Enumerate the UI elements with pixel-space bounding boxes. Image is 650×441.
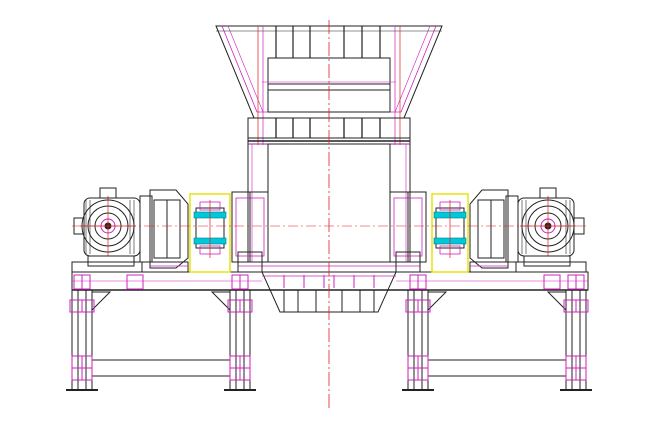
coupling-right bbox=[431, 193, 469, 273]
bearing-housing-left bbox=[231, 191, 269, 273]
coupling-left bbox=[189, 193, 231, 273]
motor-bases bbox=[71, 261, 587, 273]
frame-beam bbox=[71, 271, 589, 291]
leg-plates bbox=[69, 274, 589, 381]
bearing-housing-right bbox=[389, 191, 427, 273]
